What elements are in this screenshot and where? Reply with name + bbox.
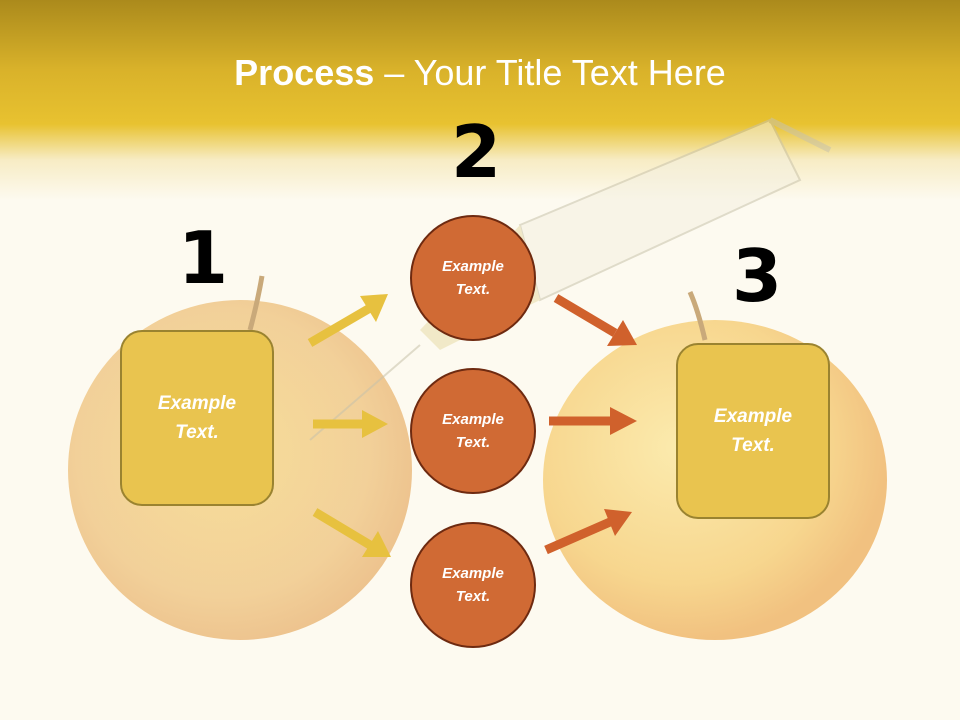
arrow-to-circle-3 bbox=[312, 508, 373, 549]
circle-1-line-1: Example bbox=[442, 258, 504, 275]
title-rest: – Your Title Text Here bbox=[374, 52, 726, 93]
circle-1[interactable]: Example Text. bbox=[410, 215, 536, 341]
step-1-line-2: Text. bbox=[175, 422, 219, 443]
step-number-1: 1 bbox=[178, 216, 229, 300]
step-number-2: 2 bbox=[451, 110, 502, 194]
step-3-line-1: Example bbox=[713, 406, 793, 427]
step-3-line-2: Text. bbox=[731, 435, 775, 456]
title-bold: Process bbox=[234, 52, 375, 93]
circle-2-line-2: Text. bbox=[455, 434, 491, 451]
slide-title: Process – Your Title Text Here bbox=[0, 52, 960, 94]
circle-1-line-2: Text. bbox=[455, 281, 491, 298]
circle-3-line-2: Text. bbox=[455, 588, 491, 605]
step-number-3: 3 bbox=[732, 234, 783, 318]
circle-2-line-1: Example bbox=[442, 411, 504, 428]
step-1-box[interactable]: Example Text. bbox=[120, 330, 274, 506]
arrow-from-circle-3 bbox=[544, 517, 612, 555]
circle-2[interactable]: Example Text. bbox=[410, 368, 536, 494]
circle-3[interactable]: Example Text. bbox=[410, 522, 536, 648]
circle-3-line-1: Example bbox=[442, 565, 504, 582]
step-3-box[interactable]: Example Text. bbox=[676, 343, 830, 519]
arrow-to-circle-1 bbox=[307, 304, 373, 347]
step-1-line-1: Example bbox=[157, 393, 237, 414]
arrow-from-circle-1 bbox=[553, 294, 618, 337]
title-banner bbox=[0, 0, 960, 200]
